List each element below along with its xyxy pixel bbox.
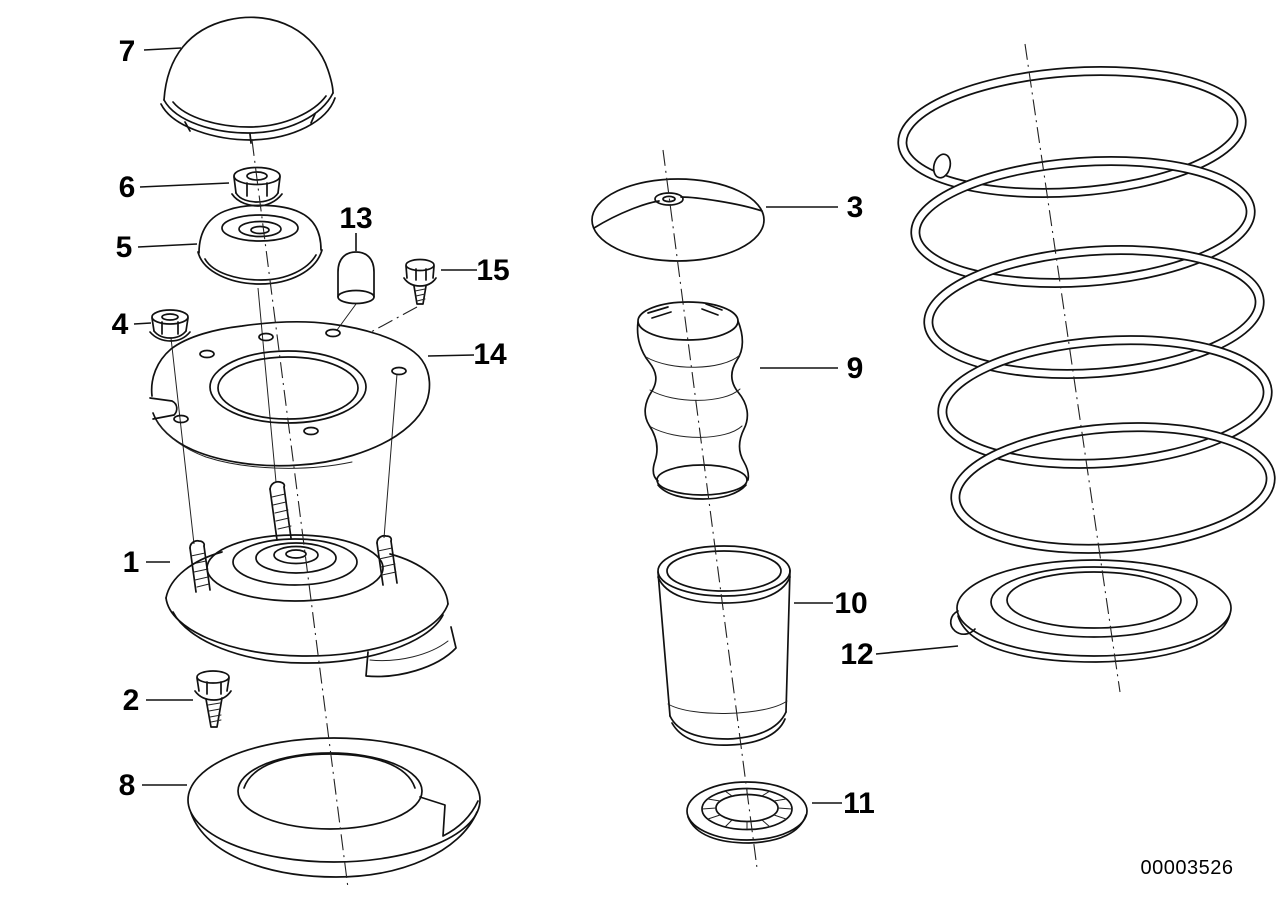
pad-hole — [237, 752, 423, 830]
bolt-threads — [207, 702, 222, 723]
leader-line-5 — [137, 243, 198, 248]
centerline-middle-assembly — [662, 149, 758, 869]
plate-thickness — [156, 420, 353, 469]
plate-outline — [150, 320, 431, 467]
callout-part-1[interactable]: 1 — [123, 546, 140, 579]
callout-part-7[interactable]: 7 — [119, 35, 136, 68]
callout-part-9[interactable]: 9 — [847, 352, 864, 385]
cap-dome — [163, 16, 334, 101]
spring-wire-end — [932, 153, 952, 179]
pad-step — [419, 796, 479, 837]
callout-part-2[interactable]: 2 — [123, 684, 140, 717]
washer-hole — [662, 195, 676, 203]
callout-part-12[interactable]: 12 — [840, 638, 873, 671]
flange-lip — [365, 626, 457, 678]
callout-part-15[interactable]: 15 — [476, 254, 509, 287]
part-2-bolt — [194, 670, 232, 728]
part-10-protective-tube — [657, 545, 791, 746]
part-4-nut — [149, 309, 191, 342]
tube-sides — [657, 569, 791, 717]
centerline-left-assembly — [251, 139, 349, 889]
callout-part-14[interactable]: 14 — [473, 338, 507, 371]
buffer-ribs — [645, 354, 743, 438]
cap-tabs — [184, 113, 316, 144]
leader-line-14 — [427, 354, 475, 357]
flange-left — [165, 551, 223, 599]
part-1-strut-mount — [165, 480, 457, 678]
callout-part-4[interactable]: 4 — [112, 308, 129, 341]
bolt-15-axis — [370, 306, 418, 333]
stud-center — [269, 486, 292, 541]
leader-line-4 — [133, 322, 152, 325]
part-6-nut — [231, 166, 283, 207]
flange-right — [389, 553, 449, 605]
callout-part-13[interactable]: 13 — [339, 202, 372, 235]
part-9-rubber-buffer — [636, 301, 750, 500]
bolt-threads — [414, 288, 426, 302]
coil-spring — [897, 65, 1276, 554]
pad-thickness — [957, 613, 1231, 663]
leader-line-12 — [875, 645, 959, 655]
plate-bolt-hole — [325, 328, 341, 338]
flange-bottom — [165, 597, 449, 657]
part-13-protective-cap — [337, 251, 375, 305]
callout-part-8[interactable]: 8 — [119, 769, 136, 802]
leader-line-6 — [139, 182, 230, 188]
cap-rim — [163, 92, 334, 134]
callout-part-5[interactable]: 5 — [116, 231, 133, 264]
diagram-number: 00003526 — [1141, 857, 1234, 879]
stud-right — [376, 540, 398, 586]
stud-threads — [190, 552, 210, 588]
plate-notch — [149, 397, 178, 420]
pad-thickness — [190, 811, 478, 878]
callout-part-6[interactable]: 6 — [119, 171, 136, 204]
buffer-slots — [647, 303, 723, 319]
bearing-ring — [206, 534, 384, 602]
centerline-spring — [1024, 43, 1121, 693]
callout-part-11[interactable]: 11 — [843, 787, 875, 820]
plate-bolt-hole — [391, 366, 407, 376]
leader-line-7 — [143, 47, 182, 51]
pad-tab — [949, 610, 976, 635]
plate-center-hole — [209, 350, 367, 424]
buffer-side-left — [636, 321, 659, 482]
alignment-lines — [170, 287, 398, 545]
callout-part-10[interactable]: 10 — [834, 587, 867, 620]
plate-bolt-hole — [303, 426, 319, 436]
part-8-spring-pad-upper — [187, 737, 481, 878]
plate-bolt-hole — [173, 414, 189, 424]
part-3-washer — [591, 178, 765, 262]
callout-part-3[interactable]: 3 — [847, 191, 864, 224]
stud-threads — [271, 493, 292, 530]
part-15-bolt — [403, 258, 437, 305]
plate-bolt-hole — [199, 349, 215, 359]
cap-rim-inner — [172, 95, 327, 128]
part-7-cap — [160, 16, 336, 144]
part-14-reinforcement-plate — [149, 320, 431, 469]
stud-threads — [377, 547, 397, 576]
part-12-spring-pad-lower — [949, 559, 1232, 663]
plate-bolt-hole — [258, 332, 274, 342]
part-5-support-cup — [197, 204, 323, 285]
buffer-side-right — [731, 320, 750, 481]
